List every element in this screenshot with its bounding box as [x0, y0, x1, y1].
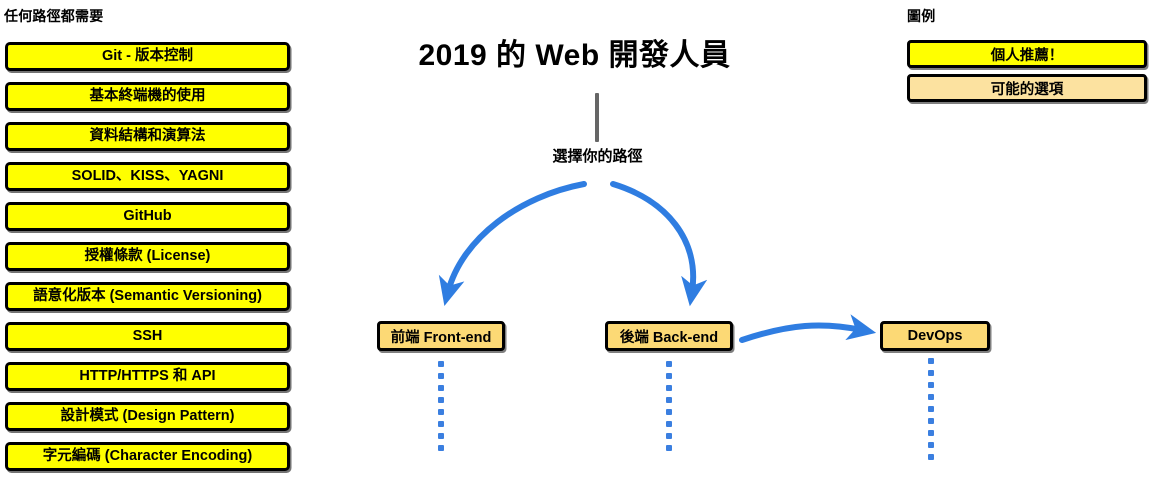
legend-item-recommended: 個人推薦！ [907, 40, 1147, 68]
dotted-line-icon [438, 361, 444, 451]
list-item[interactable]: 字元編碼 (Character Encoding) [5, 442, 290, 471]
path-box-backend-label: 後端 Back-end [619, 329, 719, 346]
list-item-label: 語意化版本 (Semantic Versioning) [33, 288, 262, 305]
path-box-devops[interactable]: DevOps [880, 321, 990, 351]
list-item-label: Git - 版本控制 [101, 48, 194, 65]
required-section-heading: 任何路徑都需要 [4, 8, 104, 24]
list-item-label: 基本終端機的使用 [89, 88, 206, 105]
path-box-devops-label: DevOps [907, 328, 963, 344]
legend-heading: 圖例 [907, 8, 936, 24]
list-item[interactable]: SOLID、KISS、YAGNI [5, 162, 290, 191]
list-item-label: 授權條款 (License) [84, 248, 211, 265]
list-item-label: SOLID、KISS、YAGNI [71, 168, 224, 185]
list-item[interactable]: GitHub [5, 202, 290, 231]
path-box-frontend-label: 前端 Front-end [390, 329, 492, 346]
curved-arrow-down-left-icon [438, 181, 587, 306]
page-title: 2019 的 Web 開發人員 [418, 39, 731, 72]
list-item[interactable]: 設計模式 (Design Pattern) [5, 402, 290, 431]
list-item-label: 字元編碼 (Character Encoding) [42, 448, 253, 465]
required-skills-list: Git - 版本控制 基本終端機的使用 資料結構和演算法 SOLID、KISS、… [5, 42, 290, 482]
dotted-line-icon [666, 361, 672, 451]
list-item-label: HTTP/HTTPS 和 API [79, 368, 216, 385]
legend-item-optional-label: 可能的選項 [990, 81, 1064, 98]
list-item[interactable]: 基本終端機的使用 [5, 82, 290, 111]
curved-arrow-right-icon [739, 314, 877, 343]
choose-path-label: 選擇你的路徑 [552, 148, 643, 165]
path-box-backend[interactable]: 後端 Back-end [605, 321, 733, 351]
list-item-label: SSH [132, 328, 163, 345]
list-item[interactable]: SSH [5, 322, 290, 351]
list-item[interactable]: HTTP/HTTPS 和 API [5, 362, 290, 391]
path-box-frontend[interactable]: 前端 Front-end [377, 321, 505, 351]
vertical-stem-icon [595, 93, 599, 142]
legend-item-optional: 可能的選項 [907, 74, 1147, 102]
list-item[interactable]: 資料結構和演算法 [5, 122, 290, 151]
curved-arrow-down-right-icon [610, 181, 708, 307]
list-item-label: 資料結構和演算法 [89, 128, 206, 145]
list-item[interactable]: 授權條款 (License) [5, 242, 290, 271]
dotted-line-icon [928, 358, 934, 460]
list-item-label: 設計模式 (Design Pattern) [60, 408, 235, 425]
list-item-label: GitHub [123, 208, 172, 225]
legend-item-recommended-label: 個人推薦！ [990, 47, 1064, 64]
list-item[interactable]: 語意化版本 (Semantic Versioning) [5, 282, 290, 311]
list-item[interactable]: Git - 版本控制 [5, 42, 290, 71]
legend: 個人推薦！ 可能的選項 [907, 40, 1147, 108]
